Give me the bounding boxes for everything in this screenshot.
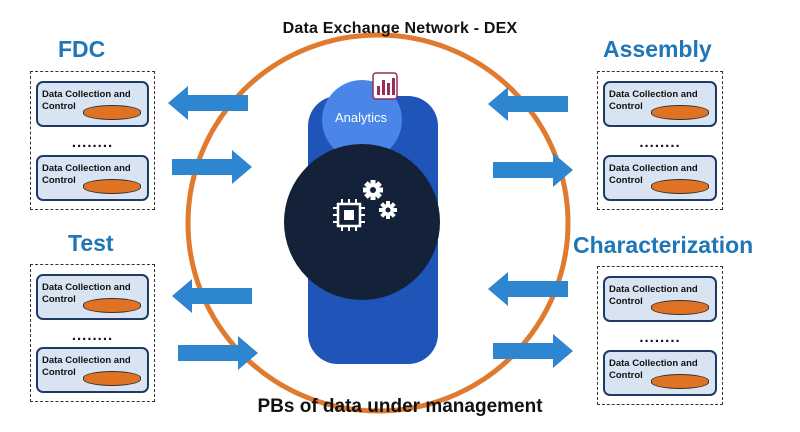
network-ring: [185, 32, 571, 414]
diagram-footer: PBs of data under management: [257, 396, 543, 417]
arrow-fdc-in: [168, 86, 248, 120]
group-separator: ........: [71, 134, 114, 151]
database-icon: [651, 105, 709, 120]
arrow-test-in: [172, 279, 252, 313]
analytics-circle: [322, 80, 402, 160]
arrow-test-out: [178, 336, 258, 370]
database-icon: [651, 374, 709, 389]
chip-icon: [333, 199, 365, 231]
arrow-characterization-out: [493, 334, 573, 368]
database-icon: [83, 298, 141, 313]
bar-chart-icon: [372, 72, 398, 100]
database-icon: [83, 179, 141, 194]
assembly-label: Assembly: [603, 36, 712, 62]
group-separator: ........: [639, 329, 681, 346]
database-icon: [651, 179, 709, 194]
analytics-label: Analytics: [334, 110, 388, 125]
database-icon: [651, 300, 709, 315]
fdc-label: FDC: [58, 36, 106, 62]
gears-icon: [363, 180, 397, 219]
test-label: Test: [68, 230, 114, 256]
group-separator: ........: [639, 134, 681, 151]
characterization-label: Characterization: [573, 232, 754, 258]
diagram-title: Data Exchange Network - DEX: [282, 20, 518, 37]
arrow-assembly-out: [493, 153, 573, 187]
database-icon: [83, 371, 141, 386]
arrow-fdc-out: [172, 150, 252, 184]
arrow-characterization-in: [488, 272, 568, 306]
group-separator: ........: [71, 327, 114, 344]
arrow-assembly-in: [488, 87, 568, 121]
database-icon: [83, 105, 141, 120]
